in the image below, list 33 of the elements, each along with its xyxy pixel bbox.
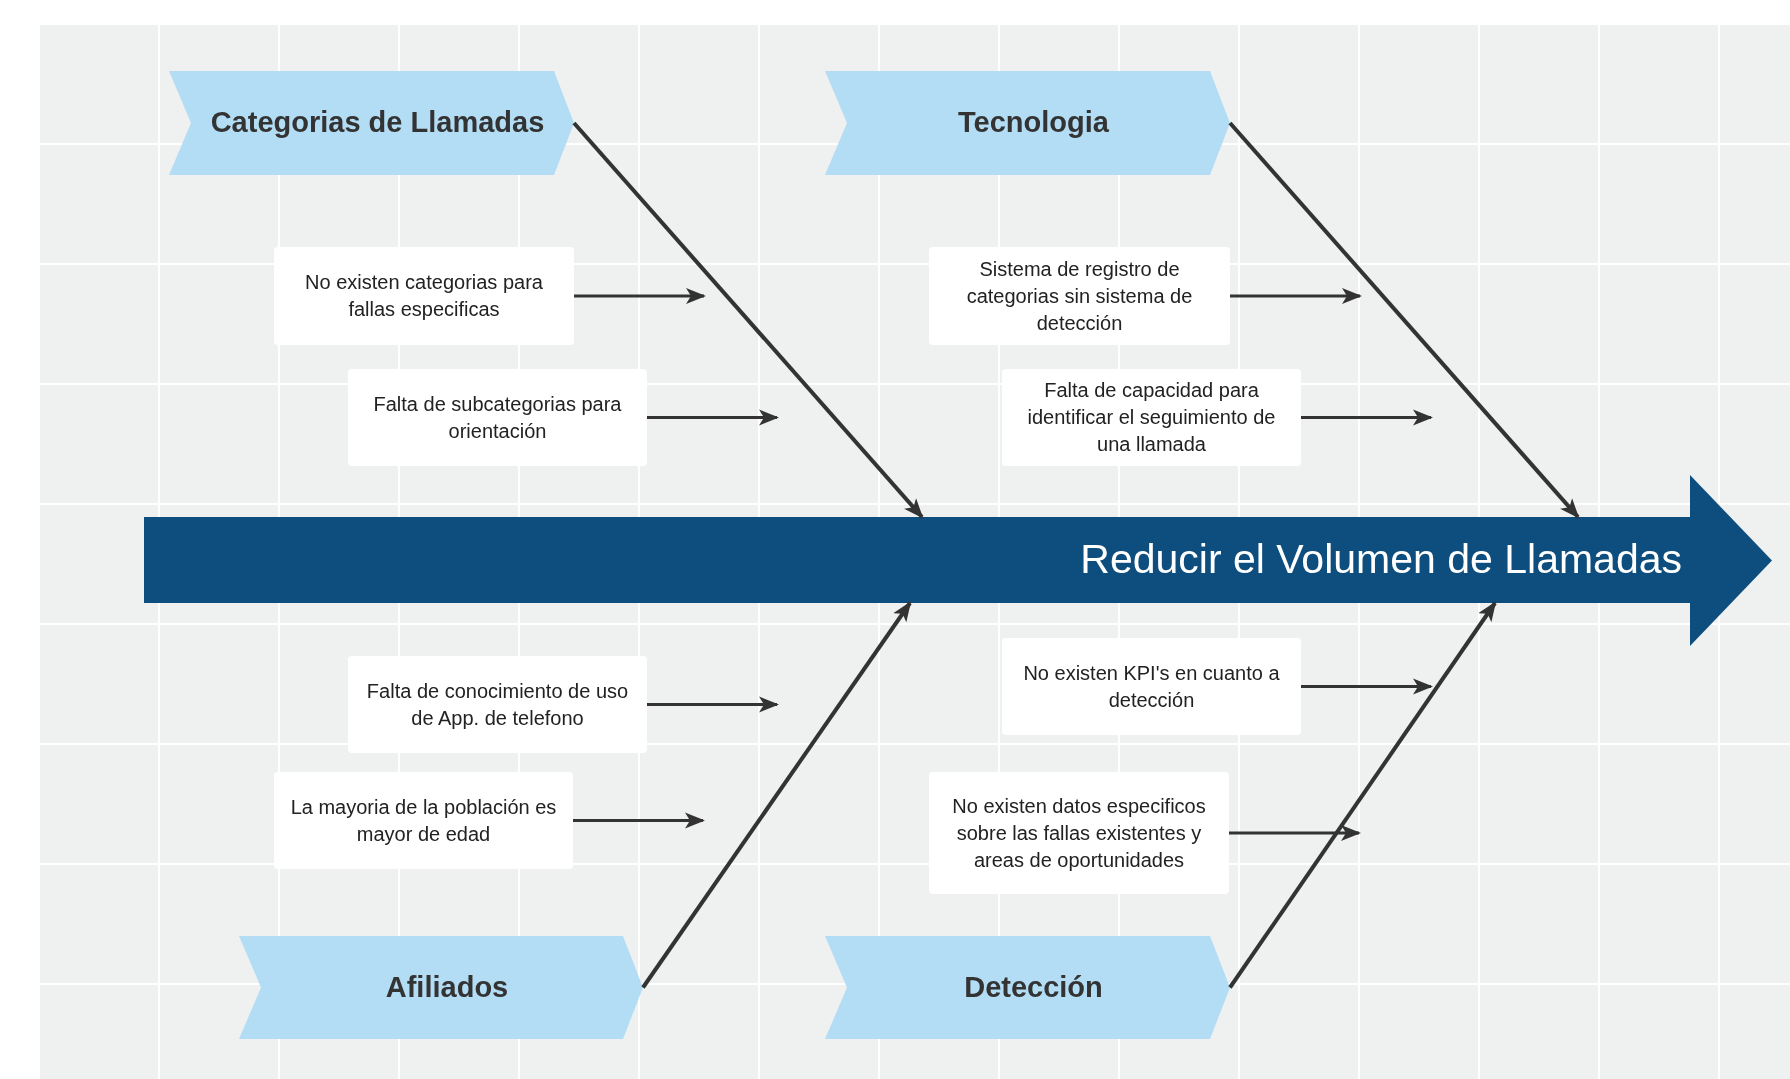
arrow <box>573 812 705 829</box>
bone-arrow <box>1228 121 1580 519</box>
bone-arrow <box>1228 601 1497 989</box>
category-label: Categorias de Llamadas <box>210 105 545 141</box>
bone-arrow <box>572 121 924 519</box>
arrow <box>1229 825 1361 841</box>
cause-text: Falta de subcategorias para orientación <box>372 391 623 444</box>
effect-label: Reducir el Volumen de Llamadas <box>1080 535 1682 585</box>
arrow <box>1301 409 1433 426</box>
arrow <box>647 409 779 426</box>
cause-text: Falta de conocimiento de uso de App. de telefono <box>365 678 630 731</box>
cause-text: La mayoria de la población es mayor de edad <box>289 794 558 847</box>
arrow <box>574 288 706 304</box>
cause-box <box>929 772 1229 894</box>
cause-box <box>348 369 647 466</box>
category-label: Detección <box>964 969 1103 1005</box>
cause-box <box>929 247 1230 345</box>
category-label: Afiliados <box>385 969 509 1005</box>
cause-box <box>1002 369 1301 466</box>
cause-text: No existen datos especificos sobre las fallas existentes y areas de oportunidades <box>951 793 1207 873</box>
bone-arrow <box>641 601 912 989</box>
arrow <box>1301 678 1433 695</box>
cause-text: No existen KPI's en cuanto a detección <box>1022 660 1281 713</box>
arrow <box>647 696 779 713</box>
cause-text: No existen categorias para fallas especificas <box>304 270 544 322</box>
cause-box <box>348 656 647 753</box>
cause-text: Sistema de registro de categorias sin sistema de detección <box>965 256 1194 336</box>
cause-box <box>274 772 573 869</box>
cause-text: Falta de capacidad para identificar el seguimiento de una llamada <box>1026 378 1277 457</box>
cause-box <box>274 247 574 345</box>
cause-box <box>1002 638 1301 735</box>
arrow <box>1230 288 1362 304</box>
category-label: Tecnologia <box>958 105 1109 141</box>
